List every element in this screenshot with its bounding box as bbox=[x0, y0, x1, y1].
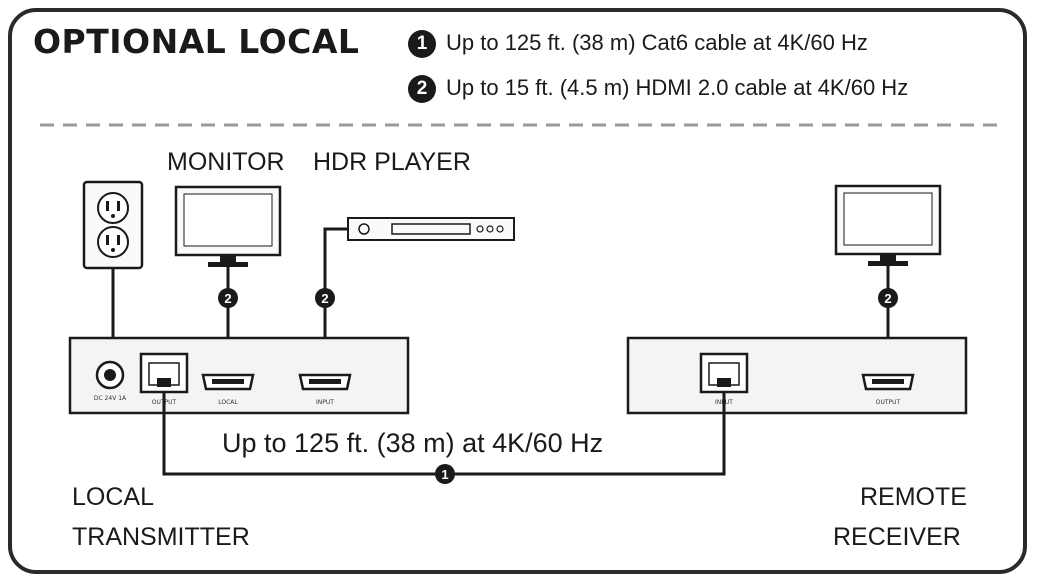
remote-monitor-icon bbox=[834, 184, 942, 266]
port-label-tx-local: LOCAL bbox=[218, 399, 238, 406]
hdmi-marker-player-label: 2 bbox=[321, 291, 328, 306]
label-receiver: RECEIVER bbox=[833, 523, 961, 551]
hdmi-marker-remote-monitor-label: 2 bbox=[884, 291, 891, 306]
legend-item-hdmi: Up to 15 ft. (4.5 m) HDMI 2.0 cable at 4… bbox=[446, 75, 909, 100]
legend-marker-2: 2 bbox=[408, 75, 436, 103]
remote-receiver-device: INPUT OUTPUT bbox=[626, 336, 968, 415]
legend-item-cat6: Up to 125 ft. (38 m) Cat6 cable at 4K/60… bbox=[446, 30, 868, 55]
label-hdr-player: HDR PLAYER bbox=[313, 148, 471, 176]
port-label-tx-input: INPUT bbox=[316, 399, 334, 406]
cat6-marker bbox=[435, 464, 455, 484]
port-label-power: DC 24V 1A bbox=[94, 395, 127, 402]
cat6-marker-label: 1 bbox=[441, 467, 448, 482]
hdmi-marker-player bbox=[315, 288, 335, 308]
diagram-frame bbox=[8, 8, 1027, 574]
local-monitor-icon bbox=[174, 185, 282, 267]
hdmi-marker-local-monitor bbox=[218, 288, 238, 308]
hdmi-marker-local-monitor-label: 2 bbox=[224, 291, 231, 306]
hdmi-cable-player bbox=[323, 227, 348, 375]
label-monitor: MONITOR bbox=[167, 148, 285, 176]
hdr-player-icon bbox=[347, 217, 515, 241]
diagram-title: OPTIONAL LOCAL bbox=[33, 22, 360, 61]
power-outlet-icon bbox=[82, 180, 144, 270]
port-label-rx-output: OUTPUT bbox=[876, 399, 901, 406]
local-transmitter-device: DC 24V 1A OUTPUT LOCAL INPUT bbox=[68, 336, 410, 415]
label-transmitter: TRANSMITTER bbox=[72, 523, 250, 551]
label-remote: REMOTE bbox=[860, 483, 967, 511]
label-cable-span: Up to 125 ft. (38 m) at 4K/60 Hz bbox=[222, 428, 604, 458]
legend-marker-1: 1 bbox=[408, 30, 436, 58]
hdmi-marker-remote-monitor bbox=[878, 288, 898, 308]
label-local: LOCAL bbox=[72, 483, 154, 511]
